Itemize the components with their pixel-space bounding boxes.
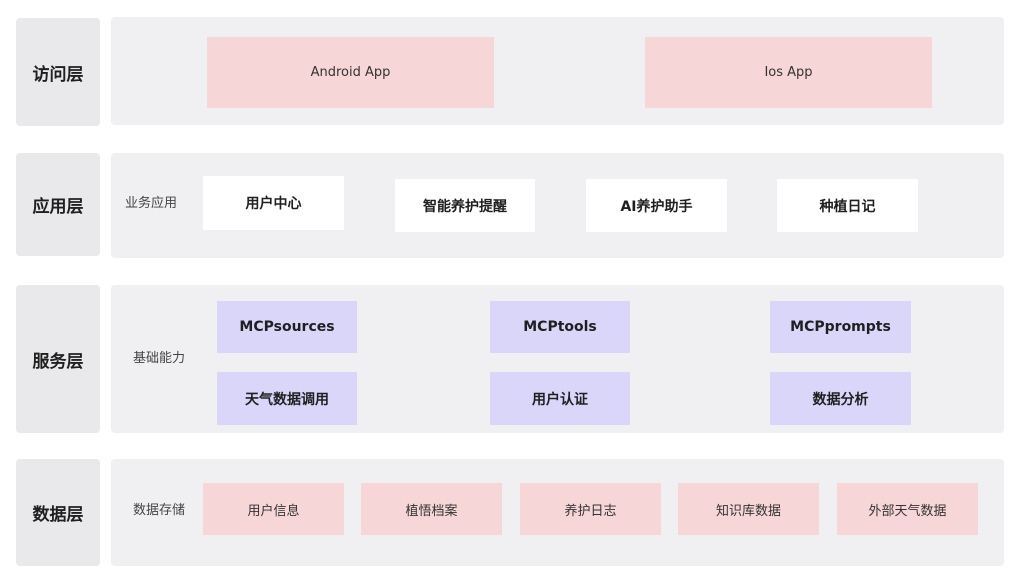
group-label-data-storage: 数据存储 xyxy=(133,503,186,518)
box-user-info: 用户信息 xyxy=(203,483,344,535)
group-label-basic-capability: 基础能力 xyxy=(133,351,186,366)
box-knowledge-base: 知识库数据 xyxy=(678,483,819,535)
box-mcp-sources: MCPsources xyxy=(217,301,357,353)
box-ai-care-assistant: AI养护助手 xyxy=(586,179,727,232)
layer-label-application: 应用层 xyxy=(16,153,100,256)
group-label-business: 业务应用 xyxy=(125,196,178,211)
layer-panel-application: 业务应用 用户中心 智能养护提醒 AI养护助手 种植日记 xyxy=(111,153,1004,258)
layer-label-service: 服务层 xyxy=(16,285,100,433)
layer-label-access: 访问层 xyxy=(16,18,100,126)
box-planting-diary: 种植日记 xyxy=(777,179,918,232)
box-external-weather: 外部天气数据 xyxy=(837,483,978,535)
box-mcp-tools: MCPtools xyxy=(490,301,630,353)
layer-panel-access: Android App Ios App xyxy=(111,17,1004,125)
box-user-center: 用户中心 xyxy=(203,176,344,230)
box-user-auth: 用户认证 xyxy=(490,372,630,425)
layer-label-data: 数据层 xyxy=(16,459,100,566)
box-mcp-prompts: MCPprompts xyxy=(770,301,911,353)
box-plant-archive: 植悟档案 xyxy=(361,483,502,535)
box-android-app: Android App xyxy=(207,37,494,108)
box-smart-care-reminder: 智能养护提醒 xyxy=(395,179,535,232)
box-weather-data-call: 天气数据调用 xyxy=(217,372,357,425)
layer-panel-data: 数据存储 用户信息 植悟档案 养护日志 知识库数据 外部天气数据 xyxy=(111,459,1004,566)
box-data-analysis: 数据分析 xyxy=(770,372,911,425)
box-care-log: 养护日志 xyxy=(520,483,661,535)
box-ios-app: Ios App xyxy=(645,37,932,108)
layer-panel-service: 基础能力 MCPsources MCPtools MCPprompts 天气数据… xyxy=(111,285,1004,433)
